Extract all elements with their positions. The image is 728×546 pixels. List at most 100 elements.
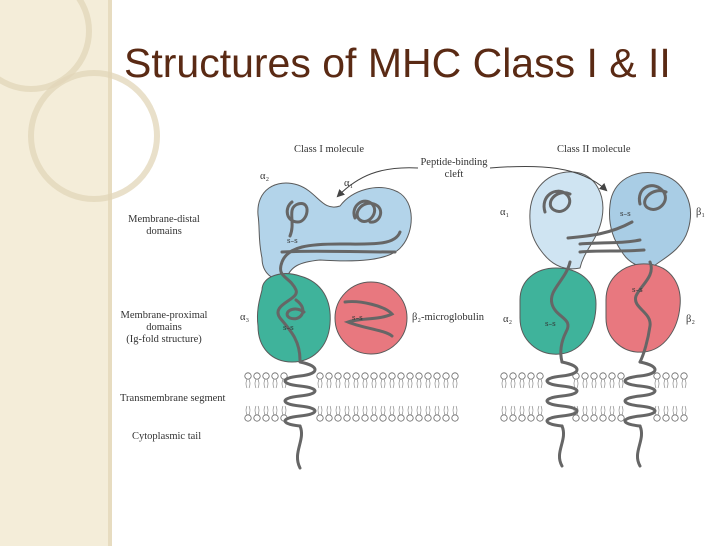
- class2-disulfide-3: s–s: [632, 286, 643, 294]
- lipid-tail: [501, 378, 507, 389]
- class2-beta1-label: β₁: [696, 207, 706, 218]
- class1-disulfide-1: s–s: [287, 237, 298, 245]
- beta2-microglobulin-label: β₂-microglobulin: [412, 312, 484, 323]
- class1-disulfide-2: s–s: [283, 324, 294, 332]
- class2-alpha1-domain: [529, 171, 604, 270]
- lipid-head: [662, 414, 670, 422]
- lipid-head: [244, 372, 252, 380]
- lipid-head: [244, 414, 252, 422]
- lipid-tail: [263, 405, 269, 416]
- lipid-tail: [591, 378, 597, 389]
- lipid-head: [653, 414, 661, 422]
- lipid-tail: [672, 378, 678, 389]
- lipid-head: [608, 414, 616, 422]
- lipid-tail: [263, 378, 269, 389]
- lipid-tail: [425, 405, 431, 416]
- lipid-head: [352, 414, 360, 422]
- lipid-head: [680, 372, 688, 380]
- lipid-head: [451, 372, 459, 380]
- lipid-head: [352, 372, 360, 380]
- lipid-tail: [398, 378, 404, 389]
- membrane-bilayer-class1: [244, 372, 464, 422]
- lipid-tail: [443, 378, 449, 389]
- lipid-head: [406, 372, 414, 380]
- class1-alpha1-label: α₁: [344, 178, 354, 189]
- lipid-tail: [600, 378, 606, 389]
- lipid-tail: [510, 378, 516, 389]
- lipid-head: [325, 372, 333, 380]
- lipid-head: [343, 414, 351, 422]
- lipid-tail: [407, 378, 413, 389]
- lipid-head: [433, 372, 441, 380]
- lipid-head: [388, 414, 396, 422]
- lipid-tail: [416, 405, 422, 416]
- lipid-head: [442, 372, 450, 380]
- lipid-tail: [600, 405, 606, 416]
- lipid-head: [662, 372, 670, 380]
- lipid-head: [451, 414, 459, 422]
- lipid-head: [527, 372, 535, 380]
- lipid-tail: [326, 405, 332, 416]
- class1-disulfide-3: s–s: [352, 314, 363, 322]
- lipid-head: [406, 414, 414, 422]
- lipid-head: [316, 414, 324, 422]
- lipid-tail: [618, 378, 624, 389]
- class2-disulfide-1: s–s: [620, 210, 631, 218]
- lipid-tail: [245, 405, 251, 416]
- lipid-head: [442, 414, 450, 422]
- lipid-head: [262, 372, 270, 380]
- class1-alpha2-label: α₂: [260, 171, 270, 182]
- lipid-head: [518, 414, 526, 422]
- membrane-bilayer-class2: [500, 372, 690, 422]
- lipid-tail: [317, 405, 323, 416]
- lipid-head: [500, 372, 508, 380]
- lipid-head: [433, 414, 441, 422]
- lipid-head: [536, 372, 544, 380]
- peptide-binding-cleft-label: Peptide-binding cleft: [420, 157, 488, 180]
- lipid-tail: [672, 405, 678, 416]
- lipid-head: [536, 414, 544, 422]
- lipid-tail: [389, 405, 395, 416]
- lipid-tail: [380, 405, 386, 416]
- lipid-head: [370, 414, 378, 422]
- lipid-head: [500, 414, 508, 422]
- cleft-arrow-class1: [336, 167, 419, 198]
- lipid-head: [599, 414, 607, 422]
- lipid-head: [599, 372, 607, 380]
- lipid-tail: [416, 378, 422, 389]
- lipid-tail: [353, 405, 359, 416]
- lipid-head: [509, 372, 517, 380]
- lipid-tail: [654, 378, 660, 389]
- lipid-tail: [272, 378, 278, 389]
- lipid-tail: [317, 378, 323, 389]
- lipid-tail: [380, 378, 386, 389]
- lipid-tail: [254, 405, 260, 416]
- lipid-head: [253, 414, 261, 422]
- lipid-tail: [344, 378, 350, 389]
- lipid-tail: [528, 405, 534, 416]
- lipid-head: [572, 414, 580, 422]
- lipid-tail: [362, 405, 368, 416]
- lipid-head: [617, 372, 625, 380]
- lipid-tail: [591, 405, 597, 416]
- lipid-tail: [335, 405, 341, 416]
- membrane-distal-label: Membrane-distal domains: [128, 214, 200, 237]
- lipid-tail: [537, 405, 543, 416]
- lipid-tail: [281, 405, 287, 416]
- class2-alpha1-label: α₁: [500, 207, 510, 218]
- lipid-tail: [528, 378, 534, 389]
- membrane-proximal-label: Membrane-proximal domains (Ig-fold struc…: [120, 310, 208, 345]
- lipid-tail: [582, 405, 588, 416]
- lipid-head: [397, 372, 405, 380]
- lipid-head: [527, 414, 535, 422]
- lipid-tail: [681, 405, 687, 416]
- lipid-head: [424, 372, 432, 380]
- class2-molecule: s–s s–s s–s: [519, 171, 691, 468]
- lipid-tail: [353, 378, 359, 389]
- lipid-tail: [663, 378, 669, 389]
- lipid-tail: [519, 405, 525, 416]
- lipid-tail: [254, 378, 260, 389]
- lipid-tail: [537, 378, 543, 389]
- lipid-tail: [371, 405, 377, 416]
